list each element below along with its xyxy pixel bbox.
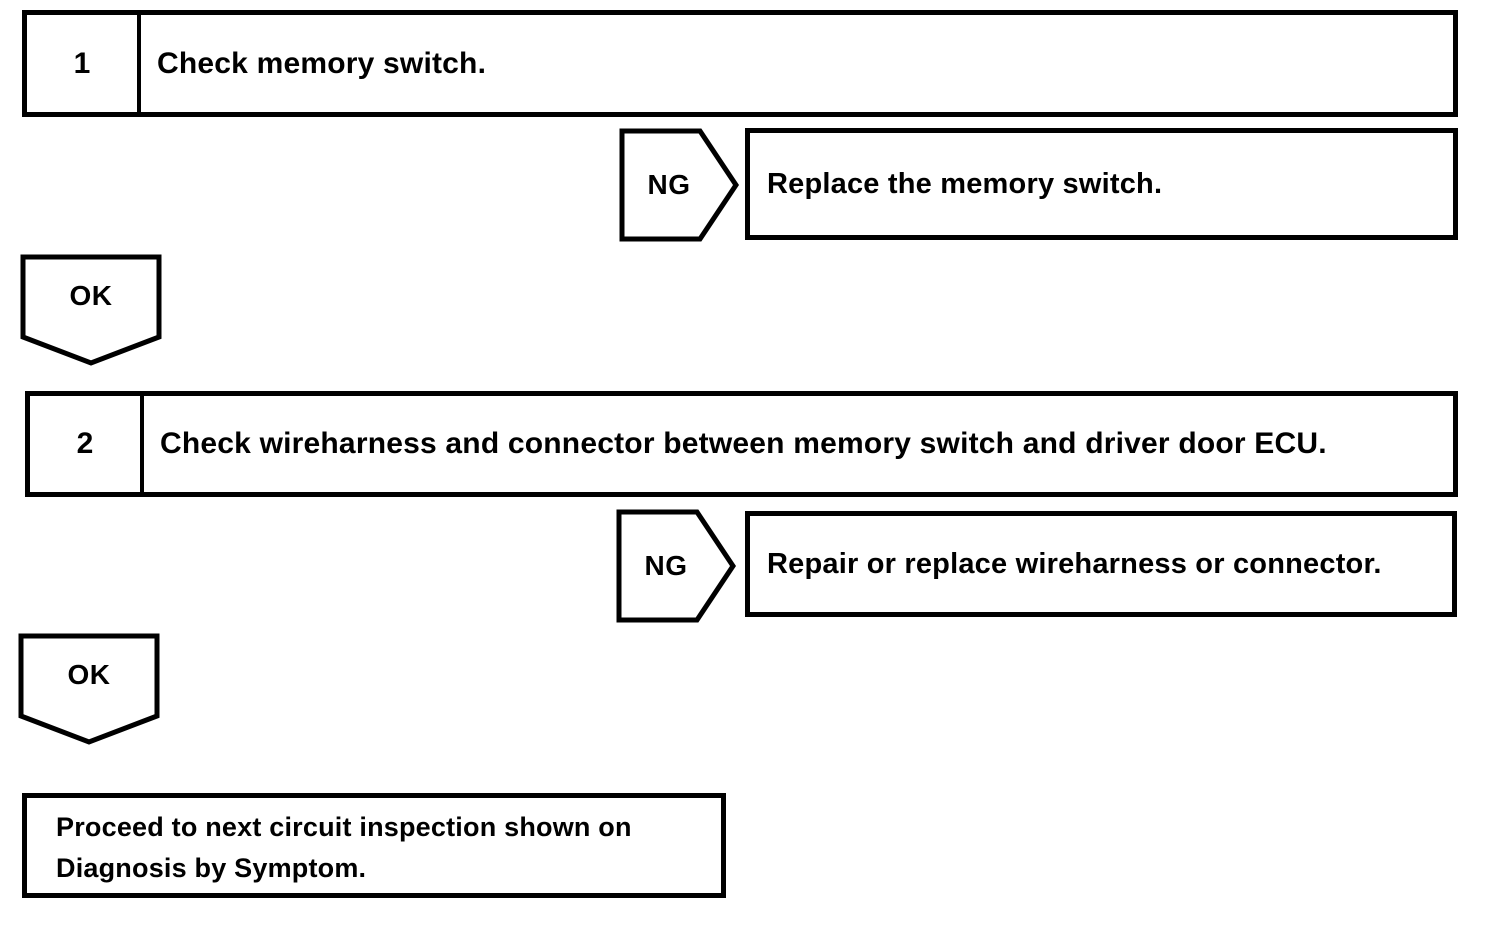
ng-arrow-1: NG	[619, 128, 741, 242]
ok-label-2: OK	[67, 659, 111, 690]
ok-arrow-1: OK	[20, 254, 162, 366]
ng-arrow-2: NG	[616, 509, 738, 623]
step-2-number: 2	[30, 396, 144, 492]
conclusion-box: Proceed to next circuit inspection shown…	[22, 793, 726, 898]
conclusion-line-2: Diagnosis by Symptom.	[56, 853, 367, 883]
ng-label-2: NG	[644, 550, 688, 581]
ng-pentagon-icon	[616, 509, 737, 623]
ok-pentagon-icon	[20, 254, 162, 366]
ng-action-2-text: Repair or replace wireharness or connect…	[767, 547, 1382, 580]
step-1-instruction: Check memory switch.	[157, 46, 487, 80]
ng-action-1-box: Replace the memory switch.	[745, 128, 1458, 240]
step-2-box: 2 Check wireharness and connector betwee…	[25, 391, 1458, 497]
ng-pentagon-icon	[619, 128, 740, 242]
ng-action-2-box: Repair or replace wireharness or connect…	[745, 511, 1457, 617]
ok-pentagon-icon	[18, 633, 160, 745]
step-2-instruction: Check wireharness and connector between …	[160, 427, 1327, 460]
ok-arrow-2: OK	[18, 633, 160, 745]
ng-action-1-text: Replace the memory switch.	[767, 167, 1163, 200]
step-1-number: 1	[27, 15, 141, 112]
ok-label-1: OK	[69, 280, 113, 311]
ng-label-1: NG	[647, 169, 691, 200]
conclusion-line-1: Proceed to next circuit inspection shown…	[56, 812, 632, 842]
step-1-box: 1 Check memory switch.	[22, 10, 1458, 117]
